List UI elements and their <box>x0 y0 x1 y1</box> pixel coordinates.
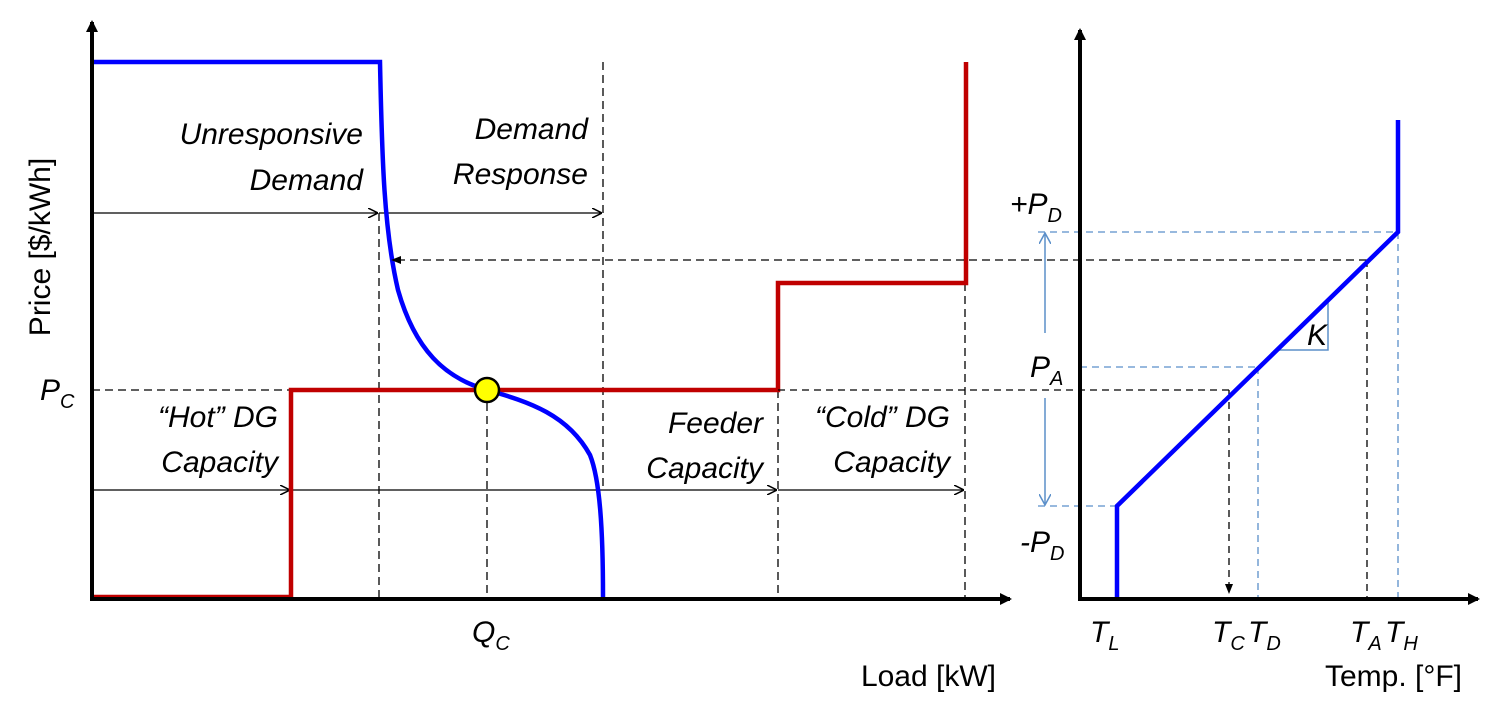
hot-dg-label-line2: Capacity <box>161 446 280 479</box>
cold-dg-label-line2: Capacity <box>833 446 952 479</box>
hot-dg-label-line1: “Hot” DG <box>158 401 278 434</box>
right-axes <box>1074 28 1480 605</box>
left-y-axis-label: Price [$/kWh] <box>24 158 57 336</box>
pa-label: PA <box>1030 351 1063 390</box>
td-label: TD <box>1248 616 1281 655</box>
ta-label: TA <box>1350 616 1382 655</box>
left-extent-arrows <box>92 213 963 490</box>
right-x-axis-label: Temp. [°F] <box>1325 660 1462 693</box>
right-black-guides <box>778 260 1368 597</box>
pd-minus-label: -PD <box>1020 526 1064 565</box>
bid-curve <box>1114 120 1401 597</box>
right-blue-guides <box>1038 231 1399 597</box>
demand-response-label-line2: Response <box>453 158 588 191</box>
slope-triangle <box>1278 300 1329 351</box>
demand-curve <box>92 59 606 598</box>
pd-plus-label: +PD <box>1010 188 1062 227</box>
feeder-label-line2: Capacity <box>646 452 765 485</box>
unresponsive-label-line1: Unresponsive <box>180 118 363 151</box>
tl-label: TL <box>1090 616 1119 655</box>
unresponsive-label-line2: Demand <box>250 164 365 197</box>
clearing-point <box>473 376 501 404</box>
th-label: TH <box>1385 616 1418 655</box>
price-clearing-label: PC <box>40 374 75 413</box>
quantity-clearing-label: QC <box>472 616 510 655</box>
left-axes <box>86 20 1012 605</box>
demand-response-label-line1: Demand <box>475 113 590 146</box>
cold-dg-label-line1: “Cold” DG <box>815 401 950 434</box>
slope-label: K <box>1307 319 1329 352</box>
left-x-axis-label: Load [kW] <box>861 660 996 693</box>
tc-label: TC <box>1212 616 1245 655</box>
left-guide-lines <box>92 62 966 597</box>
feeder-label-line1: Feeder <box>668 407 764 440</box>
